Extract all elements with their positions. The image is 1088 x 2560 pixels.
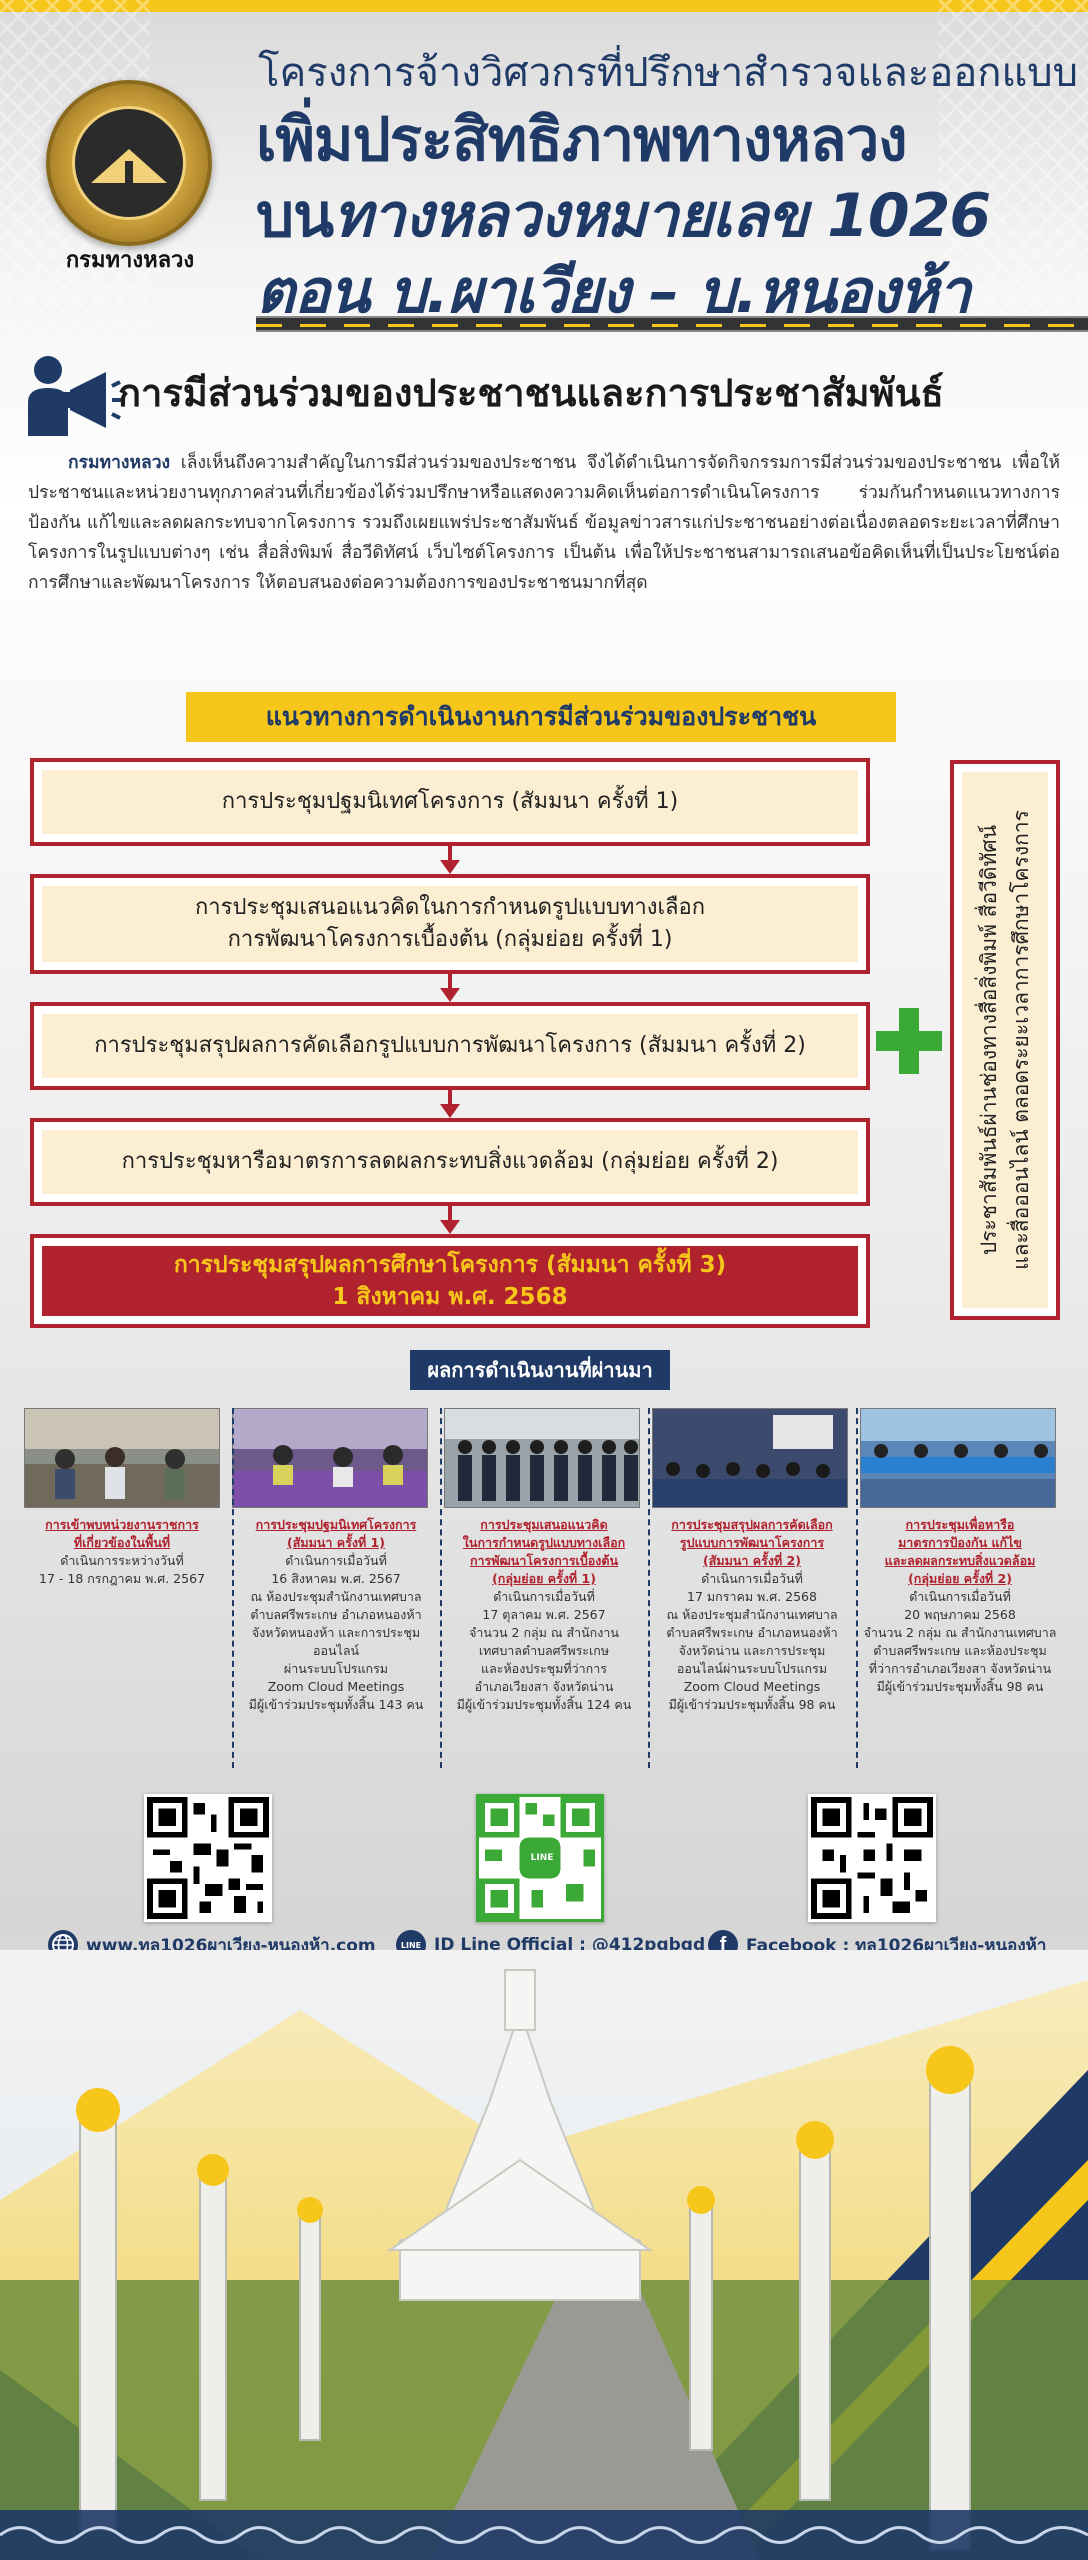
activity-title: การประชุมสรุปผลการคัดเลือก รูปแบบการพัฒน… [671,1517,833,1568]
project-title-line3: บนทางหลวงหมายเลข 1026 [256,168,991,263]
project-title-line3-prefix: บน [256,181,334,251]
flow-step-2: การประชุมเสนอแนวคิดในการกำหนดรูปแบบทางเล… [30,874,870,974]
activity-body: ดำเนินการเมื่อวันที่ 17 มกราคม พ.ศ. 2568… [666,1571,838,1712]
activity-title: การเข้าพบหน่วยงานราชการ ที่เกี่ยวข้องในพ… [45,1517,199,1550]
results-title: ผลการดำเนินงานที่ผ่านมา [410,1350,670,1390]
line-qr-label: LINE [530,1853,554,1863]
activity-photo-2 [232,1408,428,1508]
activity-photo-3 [444,1408,640,1508]
column-divider [440,1408,442,1768]
activity-body: ดำเนินการเมื่อวันที่ 17 ตุลาคม พ.ศ. 2567… [456,1589,632,1712]
flow-arrow-icon [440,1206,460,1234]
publicity-text-line1: ประชาสัมพันธ์ผ่านช่องทางสื่อสิ่งพิมพ์ สื… [977,824,1001,1256]
website-qr-code[interactable] [144,1794,272,1922]
intro-body: เล็งเห็นถึงความสำคัญในการมีส่วนร่วมของปร… [28,453,1060,593]
department-name: กรมทางหลวง [65,248,195,273]
decorative-pattern-right [938,0,1088,340]
publicity-text: ประชาสัมพันธ์ผ่านช่องทางสื่อสิ่งพิมพ์ สื… [973,780,1037,1300]
activity-photo-1 [24,1408,220,1508]
flow-final-line1: การประชุมสรุปผลการศึกษาโครงการ (สัมมนา ค… [173,1252,727,1278]
activity-card-3: การประชุมเสนอแนวคิด ในการกำหนดรูปแบบทางเ… [444,1516,644,1714]
line-qr-code[interactable]: LINE [476,1794,604,1922]
flow-step-final: การประชุมสรุปผลการศึกษาโครงการ (สัมมนา ค… [30,1234,870,1328]
flow-step-3-label: การประชุมสรุปผลการคัดเลือกรูปแบบการพัฒนา… [42,1014,858,1078]
project-title-line1: โครงการจ้างวิศวกรที่ปรึกษาสำรวจและออกแบบ [258,50,1079,96]
plus-icon [876,1008,942,1074]
flow-step-1: การประชุมปฐมนิเทศโครงการ (สัมมนา ครั้งที… [30,758,870,846]
logo-emblem-icon [72,106,186,220]
flow-arrow-icon [440,974,460,1002]
megaphone-people-icon [28,356,122,436]
activity-card-2: การประชุมปฐมนิเทศโครงการ (สัมมนา ครั้งที… [236,1516,436,1714]
activity-card-5: การประชุมเพื่อหารือ มาตรการป้องกัน แก้ไข… [860,1516,1060,1696]
flow-step-1-label: การประชุมปฐมนิเทศโครงการ (สัมมนา ครั้งที… [42,770,858,834]
flow-banner: แนวทางการดำเนินงานการมีส่วนร่วมของประชาช… [186,692,896,742]
department-logo [46,80,212,246]
flow-step-4: การประชุมหารือมาตรการลดผลกระทบสิ่งแวดล้อ… [30,1118,870,1206]
intro-lead: กรมทางหลวง [68,453,171,473]
column-divider [856,1408,858,1768]
intro-paragraph: กรมทางหลวง เล็งเห็นถึงความสำคัญในการมีส่… [28,448,1060,598]
activity-body: ดำเนินการระหว่างวันที่ 17 - 18 กรกฎาคม พ… [39,1553,205,1586]
activity-photo-4 [652,1408,848,1508]
column-divider [232,1408,234,1768]
project-title-line3-main: ทางหลวงหมายเลข 1026 [333,181,991,251]
flow-step-2-label: การประชุมเสนอแนวคิดในการกำหนดรูปแบบทางเล… [42,886,858,962]
flow-step-final-content: การประชุมสรุปผลการศึกษาโครงการ (สัมมนา ค… [42,1246,858,1316]
activity-title: การประชุมเสนอแนวคิด ในการกำหนดรูปแบบทางเ… [462,1517,626,1586]
section-title: การมีส่วนร่วมของประชาชนและการประชาสัมพัน… [118,371,944,415]
activity-title: การประชุมปฐมนิเทศโครงการ (สัมมนา ครั้งที… [255,1517,417,1550]
activity-card-4: การประชุมสรุปผลการคัดเลือก รูปแบบการพัฒน… [652,1516,852,1714]
flow-arrow-icon [440,1090,460,1118]
top-accent-bar [0,0,1088,12]
column-divider [648,1408,650,1768]
road-divider [256,316,1088,332]
temple-scenery [0,1950,1088,2560]
flow-final-line2: 1 สิงหาคม พ.ศ. 2568 [332,1284,568,1310]
facebook-qr-code[interactable] [808,1794,936,1922]
activity-title: การประชุมเพื่อหารือ มาตรการป้องกัน แก้ไข… [884,1517,1036,1586]
publicity-text-line2: และสื่อออนไลน์ ตลอดระยะเวลาการศึกษาโครงก… [1009,810,1033,1270]
flow-step-3: การประชุมสรุปผลการคัดเลือกรูปแบบการพัฒนา… [30,1002,870,1090]
publicity-box: ประชาสัมพันธ์ผ่านช่องทางสื่อสิ่งพิมพ์ สื… [950,760,1060,1320]
project-title-line4: ตอน บ.ผาเวียง – บ.หนองห้า [256,257,971,327]
activity-body: ดำเนินการเมื่อวันที่ 20 พฤษภาคม 2568 จำน… [863,1589,1057,1694]
flow-step-4-label: การประชุมหารือมาตรการลดผลกระทบสิ่งแวดล้อ… [42,1130,858,1194]
flow-arrow-icon [440,846,460,874]
activity-card-1: การเข้าพบหน่วยงานราชการ ที่เกี่ยวข้องในพ… [22,1516,222,1588]
activity-body: ดำเนินการเมื่อวันที่ 16 สิงหาคม พ.ศ. 256… [248,1553,424,1712]
activity-photo-5 [860,1408,1056,1508]
project-title-line2: เพิ่มประสิทธิภาพทางหลวง [256,105,908,175]
